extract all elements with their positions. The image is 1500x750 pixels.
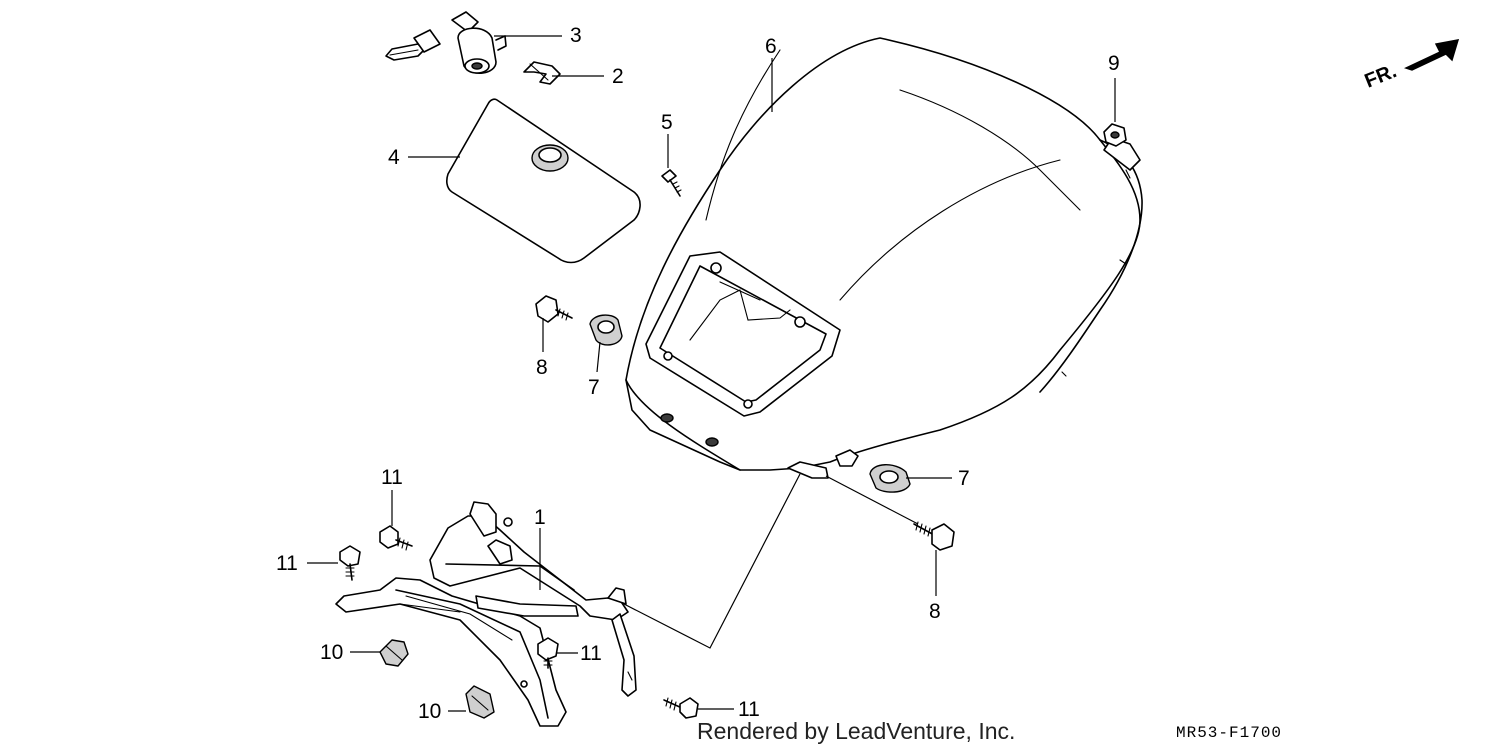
callout-7-right: 7 (958, 467, 970, 490)
small-screw (661, 169, 682, 197)
nut (1103, 123, 1127, 147)
callout-3: 3 (570, 24, 582, 47)
lock-clip (523, 61, 561, 85)
front-direction-indicator: FR. (1362, 39, 1460, 93)
callout-2: 2 (612, 65, 624, 88)
callout-10-upper: 10 (320, 641, 343, 664)
bolt-11-c (537, 637, 559, 669)
callout-11-mid: 11 (580, 642, 602, 665)
assembly-line (623, 473, 801, 649)
bolt-upper (535, 295, 573, 323)
callout-11-bottom: 11 (738, 698, 760, 721)
cover-lid (446, 98, 641, 264)
grommet-right (869, 464, 911, 493)
bolt-11-a (379, 525, 413, 551)
diagram-code: MR53-F1700 (1176, 724, 1283, 742)
front-arrow-icon (1403, 39, 1460, 71)
clip-nut-b (465, 685, 495, 719)
callout-9: 9 (1108, 52, 1120, 75)
callout-11-top: 11 (381, 466, 403, 489)
bolt-11-b (339, 545, 361, 581)
callout-8-upper: 8 (536, 356, 548, 379)
assembly-line-bolt (825, 475, 919, 525)
bolt-right (913, 521, 955, 551)
callout-11-left: 11 (276, 552, 298, 575)
clip-nut-a (379, 639, 409, 667)
callout-6: 6 (765, 35, 777, 58)
callout-5: 5 (661, 111, 673, 134)
callout-7-upper: 7 (588, 376, 600, 399)
upper-cowl (625, 37, 1143, 479)
bolt-11-d (663, 697, 699, 719)
callout-8-right: 8 (929, 600, 941, 623)
grommet-upper (589, 314, 623, 346)
footer-credit: Rendered by LeadVenture, Inc. (697, 718, 1016, 744)
ignition-key-set (385, 11, 507, 74)
front-direction-label: FR. (1362, 60, 1400, 92)
callout-1: 1 (534, 506, 546, 529)
leader-lines (307, 35, 1116, 712)
callout-10-lower: 10 (418, 700, 441, 723)
callout-4: 4 (388, 146, 400, 169)
